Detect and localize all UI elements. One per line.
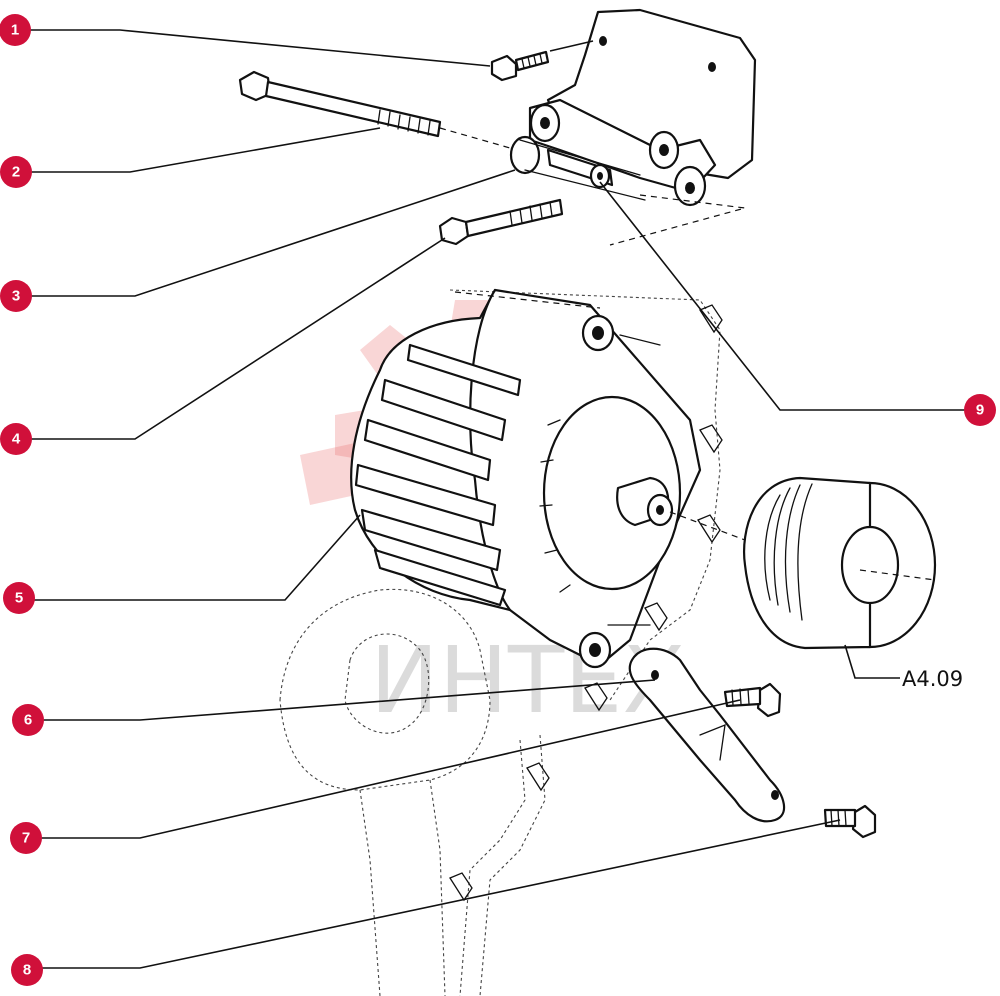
callout-3: 3 xyxy=(0,280,32,312)
callout-number: 2 xyxy=(12,164,20,181)
bolt-long xyxy=(238,70,511,149)
callout-8: 8 xyxy=(11,954,43,986)
bolt-small-top xyxy=(490,50,550,82)
mounting-bracket xyxy=(509,8,757,246)
engine-block-outline xyxy=(279,289,723,996)
callout-6: 6 xyxy=(12,704,44,736)
callout-number: 1 xyxy=(11,22,19,39)
bolt-medium xyxy=(438,198,564,246)
callout-number: 3 xyxy=(12,288,20,305)
pulley xyxy=(743,476,937,650)
callout-number: 8 xyxy=(23,962,31,979)
adjusting-strap xyxy=(628,647,786,823)
callout-1: 1 xyxy=(0,14,31,46)
callout-4: 4 xyxy=(0,423,32,455)
callout-2: 2 xyxy=(0,156,32,188)
reference-label: A4.09 xyxy=(902,667,963,691)
bolt-seven xyxy=(723,682,782,718)
callout-number: 5 xyxy=(15,590,23,607)
callout-9: 9 xyxy=(964,394,996,426)
callout-number: 4 xyxy=(12,431,21,448)
leader-lines xyxy=(28,29,980,969)
callout-5: 5 xyxy=(3,582,35,614)
callout-number: 9 xyxy=(976,402,984,419)
alternator xyxy=(350,288,746,669)
callout-7: 7 xyxy=(10,822,42,854)
callout-number: 6 xyxy=(24,712,32,729)
callout-number: 7 xyxy=(22,830,30,847)
